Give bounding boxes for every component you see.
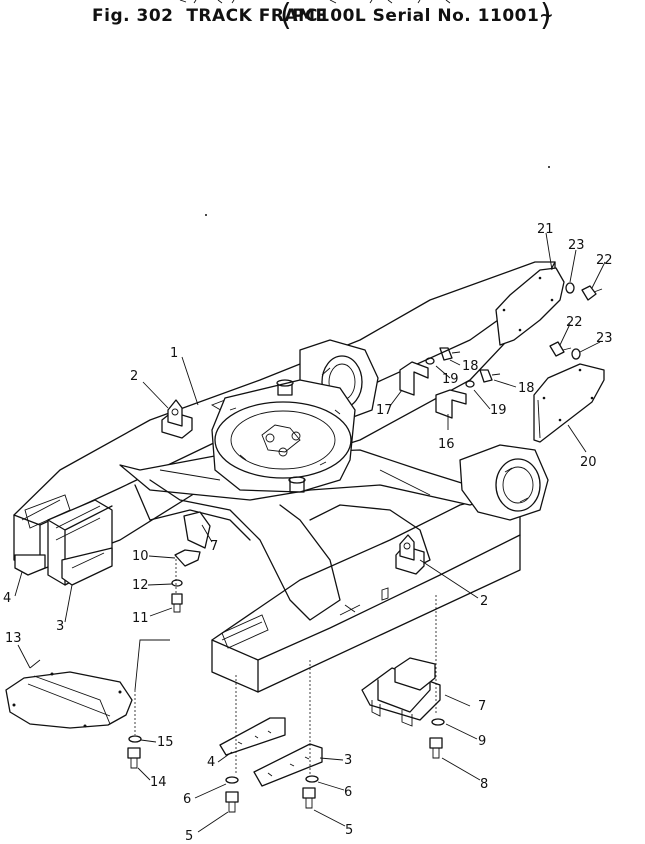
callout-11: 11 — [132, 611, 149, 626]
callout-7-guard: 7 — [478, 699, 486, 714]
part-12-washer — [171, 579, 183, 587]
callout-23-lower: 23 — [596, 331, 613, 346]
part-21-cover — [495, 267, 565, 346]
callout-5-right: 5 — [345, 823, 353, 838]
callout-15: 15 — [157, 735, 174, 750]
callout-6-left: 6 — [183, 792, 191, 807]
part-13-cover — [5, 671, 133, 729]
callout-labels: 1 2 2 3 3 4 4 5 5 6 6 7 7 8 9 10 11 12 1… — [3, 222, 613, 844]
part-16-bracket — [435, 389, 467, 419]
part-20-cover — [533, 363, 605, 443]
callout-6-right: 6 — [344, 785, 352, 800]
callout-12: 12 — [132, 578, 149, 593]
part-17-bracket — [399, 361, 429, 396]
figure-header: Fig. 302 TRACK FRAME ( PC100L Serial No.… — [0, 0, 645, 34]
callout-7-center: 7 — [210, 539, 218, 554]
callout-23-upper: 23 — [568, 238, 585, 253]
part-2-bracket-upper — [161, 399, 193, 439]
leader-lines — [14, 232, 606, 833]
close-paren: ) — [540, 0, 552, 33]
callout-14: 14 — [150, 775, 167, 790]
callout-1: 1 — [170, 346, 178, 361]
callout-3-left: 3 — [56, 619, 64, 634]
serial-range: PC100L Serial No. 11001~ — [292, 6, 555, 26]
callout-20: 20 — [580, 455, 597, 470]
part-6-washer-right — [305, 775, 319, 783]
callout-4-left: 4 — [3, 591, 11, 606]
part-19-washer-a — [425, 357, 435, 365]
figure-label: Fig. 302 TRACK FRAME — [92, 6, 328, 26]
part-14-bolt — [127, 747, 141, 769]
callout-17: 17 — [376, 403, 393, 418]
cropped-header-glyphs — [179, 0, 451, 4]
callout-16: 16 — [438, 437, 455, 452]
figure-title: TRACK FRAME — [186, 6, 328, 26]
part-22-bolt-lower — [549, 341, 572, 357]
part-7-roller-guard — [361, 657, 441, 727]
part-23-washer-lower — [571, 348, 581, 360]
callout-10: 10 — [132, 549, 149, 564]
part-22-bolt-upper — [581, 285, 603, 301]
callout-18-upper: 18 — [462, 359, 479, 374]
part-6-washer-left — [225, 776, 239, 784]
callout-21: 21 — [537, 222, 554, 237]
callout-8: 8 — [480, 777, 488, 792]
part-2-bracket-lower — [395, 534, 425, 575]
callout-22-upper: 22 — [596, 253, 613, 268]
part-15-washer — [128, 735, 142, 743]
callout-19-upper: 19 — [442, 372, 459, 387]
swing-circle-mount — [211, 379, 356, 493]
part-23-washer-upper — [565, 282, 575, 294]
part-4-guard-left — [14, 554, 46, 576]
callout-19-lower: 19 — [490, 403, 507, 418]
part-7-roller-guard-center — [183, 511, 211, 549]
callout-18-lower: 18 — [518, 381, 535, 396]
callout-13: 13 — [5, 631, 22, 646]
part-4-guard-bottom — [219, 717, 286, 756]
part-18-bolt-a — [439, 347, 461, 361]
part-8-bolt — [429, 737, 443, 759]
part-3-guard-left — [61, 547, 113, 586]
part-18-bolt-b — [479, 369, 501, 383]
open-paren: ( — [280, 0, 292, 33]
callout-3-bottom: 3 — [344, 753, 352, 768]
part-5-bolt-right — [302, 787, 316, 809]
speck — [548, 166, 550, 168]
callout-2-upper: 2 — [130, 369, 138, 384]
assembly-lines — [134, 555, 437, 775]
part-3-guard-bottom — [253, 743, 323, 787]
callout-4-bottom: 4 — [207, 755, 215, 770]
callout-22-lower: 22 — [566, 315, 583, 330]
part-5-bolt-left — [225, 791, 239, 813]
part-10-plate — [174, 549, 201, 567]
part-9-washer — [431, 718, 445, 726]
callout-2-lower: 2 — [480, 594, 488, 609]
speck — [205, 214, 207, 216]
callout-5-left: 5 — [185, 829, 193, 844]
part-19-washer-b — [465, 380, 475, 388]
part-11-bolt — [171, 593, 183, 613]
callout-9: 9 — [478, 734, 486, 749]
